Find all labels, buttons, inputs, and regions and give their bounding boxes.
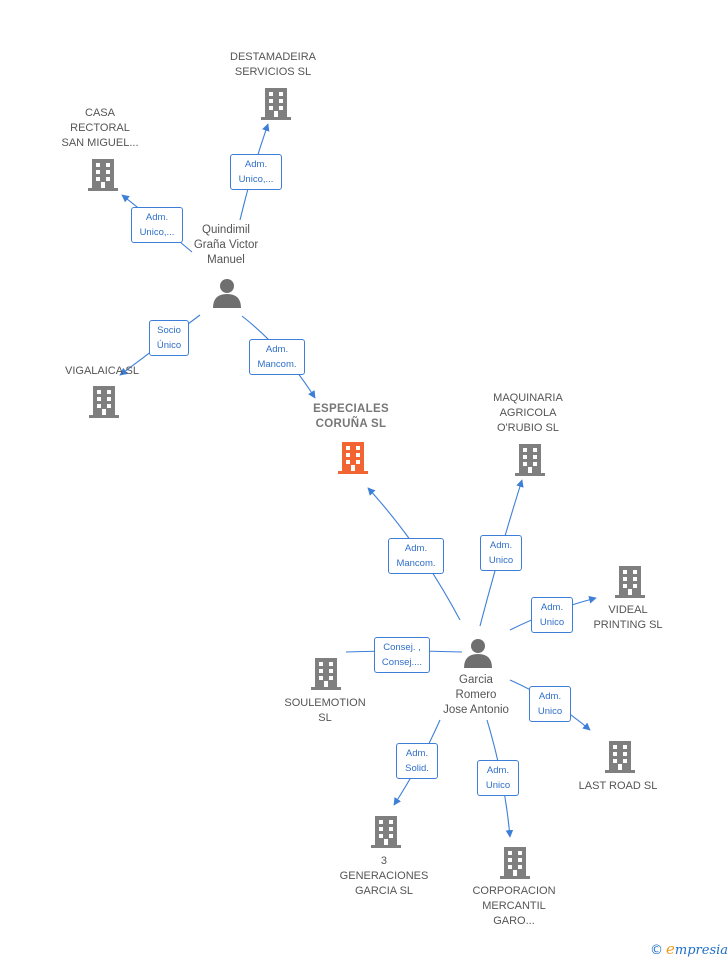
- person-icon[interactable]: [463, 638, 493, 668]
- edge-label-e3[interactable]: Socio Único: [149, 320, 189, 356]
- node-label-vigalaica: VIGALAICA SL: [65, 365, 139, 377]
- node-label-corporacion: CORPORACION MERCANTIL GARO...: [472, 885, 556, 927]
- brand-logo[interactable]: ©empresia: [650, 940, 728, 958]
- brand-name: mpresia: [674, 943, 728, 958]
- edge-label-e7[interactable]: Adm. Unico: [531, 597, 573, 633]
- edge-label-e8[interactable]: Consej. , Consej....: [374, 637, 430, 673]
- building-icon[interactable]: [371, 814, 401, 848]
- building-icon[interactable]: [261, 86, 291, 120]
- node-label-maquinaria: MAQUINARIA AGRICOLA O'RUBIO SL: [493, 392, 563, 434]
- building-icon-focus[interactable]: [338, 440, 368, 474]
- edge-label-e11[interactable]: Adm. Unico: [477, 760, 519, 796]
- node-label-soulemotion: SOULEMOTION SL: [284, 697, 366, 724]
- edge-label-e4[interactable]: Adm. Mancom.: [249, 339, 305, 375]
- node-label-garcia: Garcia Romero Jose Antonio: [443, 674, 509, 716]
- building-icon[interactable]: [88, 157, 118, 191]
- building-icon[interactable]: [500, 845, 530, 879]
- edge-label-e10[interactable]: Adm. Solid.: [396, 743, 438, 779]
- copyright-icon: ©: [650, 943, 663, 958]
- building-icon[interactable]: [615, 564, 645, 598]
- edge-label-e2[interactable]: Adm. Unico,...: [131, 207, 183, 243]
- edge-label-e6[interactable]: Adm. Unico: [480, 535, 522, 571]
- edge-label-e1[interactable]: Adm. Unico,...: [230, 154, 282, 190]
- node-label-quindimil: Quindimil Graña Victor Manuel: [193, 224, 259, 266]
- edge-label-e9[interactable]: Adm. Unico: [529, 686, 571, 722]
- node-label-lastroad: LAST ROAD SL: [578, 780, 658, 792]
- node-label-generaciones: 3 GENERACIONES GARCIA SL: [339, 855, 429, 897]
- building-icon[interactable]: [515, 442, 545, 476]
- node-label-casa: CASA RECTORAL SAN MIGUEL...: [61, 107, 139, 149]
- node-label-videal: VIDEAL PRINTING SL: [593, 604, 663, 631]
- building-icon[interactable]: [311, 656, 341, 690]
- building-icon[interactable]: [89, 384, 119, 418]
- node-label-especiales: ESPECIALES CORUÑA SL: [313, 403, 389, 430]
- edge-label-e5[interactable]: Adm. Mancom.: [388, 538, 444, 574]
- node-label-destamadeira: DESTAMADEIRA SERVICIOS SL: [230, 51, 316, 78]
- building-icon[interactable]: [605, 739, 635, 773]
- person-icon[interactable]: [212, 278, 242, 308]
- brand-initial: e: [666, 940, 675, 958]
